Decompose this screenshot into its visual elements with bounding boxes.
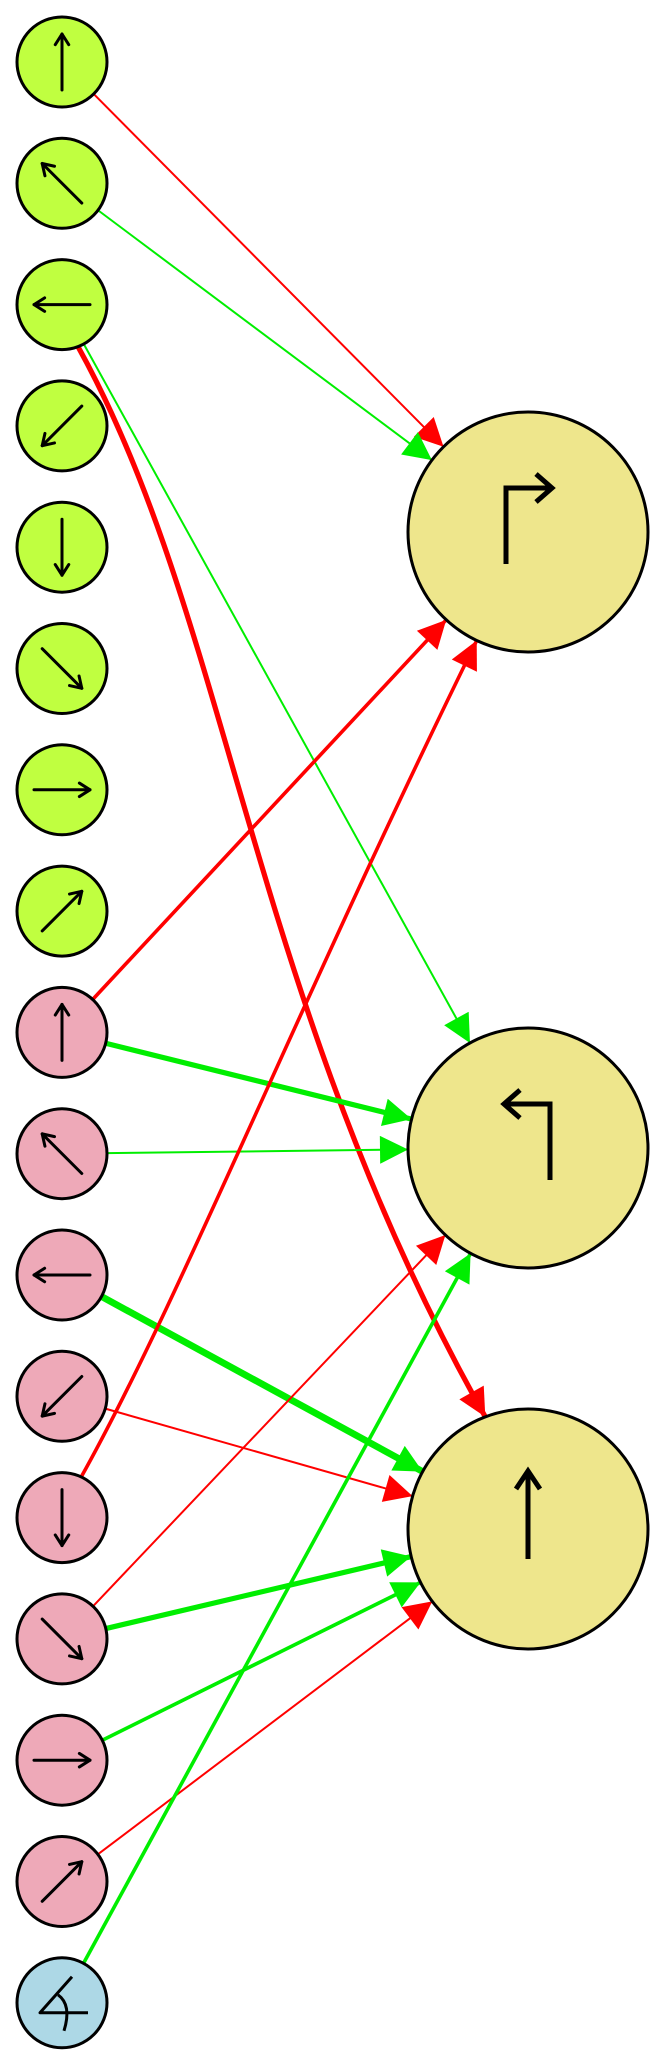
arrow-up-icon (53, 32, 71, 92)
arrow-up-icon (53, 1002, 71, 1062)
edge-b5-to-out_left (92, 1234, 447, 1607)
edge-a0-to-out_right (92, 93, 445, 448)
node-output-out_left (406, 1026, 650, 1270)
arrow-up-left-icon (40, 162, 84, 205)
arrow-left-icon (32, 296, 92, 313)
edges-layer (75, 93, 488, 1965)
node-input-b-b6 (15, 1713, 109, 1807)
edge-bias-to-out_left (81, 1252, 473, 1965)
edge-a1-to-out_right (97, 209, 433, 461)
node-input-a-a4 (15, 500, 109, 594)
edge-a2-to-out_left (82, 343, 471, 1044)
turn-right-icon (503, 472, 556, 564)
arrow-down-right-icon (40, 1617, 84, 1661)
arrow-up-left-icon (40, 1132, 84, 1175)
node-bias-bias (15, 1956, 109, 2050)
node-input-b-b4 (15, 1471, 109, 1565)
node-input-a-a5 (15, 622, 109, 715)
angle-icon (38, 1975, 88, 2032)
node-input-b-b0 (15, 985, 109, 1079)
node-input-a-a0 (15, 15, 109, 109)
edge-b5-to-out_straight (105, 1549, 412, 1632)
node-input-b-b3 (15, 1349, 109, 1443)
node-input-b-b2 (15, 1228, 109, 1322)
arrow-down-icon (53, 1488, 71, 1548)
edge-b7-to-out_straight (97, 1600, 433, 1856)
node-output-out_straight (406, 1407, 650, 1651)
node-output-out_right (406, 410, 650, 654)
arrow-right-icon (32, 781, 92, 799)
arrow-down-icon (53, 517, 71, 577)
arrow-up-right-icon (40, 1860, 84, 1903)
arrow-right-icon (32, 1751, 92, 1769)
edge-b0-to-out_left (105, 1040, 413, 1126)
turn-left-icon (500, 1088, 553, 1180)
edge-b3-to-out_straight (105, 1407, 413, 1502)
node-input-a-a6 (15, 743, 109, 837)
node-input-b-b7 (15, 1835, 109, 1928)
arrow-up-right-icon (40, 889, 84, 933)
node-input-b-b1 (15, 1107, 109, 1201)
edge-b4-to-out_right (79, 639, 479, 1478)
nodes-layer (15, 15, 650, 2050)
arrow-down-left-icon (40, 404, 84, 448)
node-input-a-a2 (15, 258, 109, 352)
node-input-b-b5 (15, 1592, 109, 1686)
arrow-left-icon (32, 1266, 92, 1284)
edge-b1-to-out_left (106, 1135, 409, 1164)
edge-b6-to-out_straight (101, 1580, 422, 1742)
arrow-down-left-icon (40, 1375, 84, 1418)
arrow-down-right-icon (40, 647, 84, 690)
node-input-a-a3 (15, 379, 109, 473)
edge-b0-to-out_right (91, 618, 448, 1001)
node-input-a-a1 (15, 136, 109, 230)
node-input-a-a7 (15, 864, 109, 958)
edge-b2-to-out_straight (99, 1293, 425, 1475)
go-straight-icon (513, 1466, 543, 1559)
